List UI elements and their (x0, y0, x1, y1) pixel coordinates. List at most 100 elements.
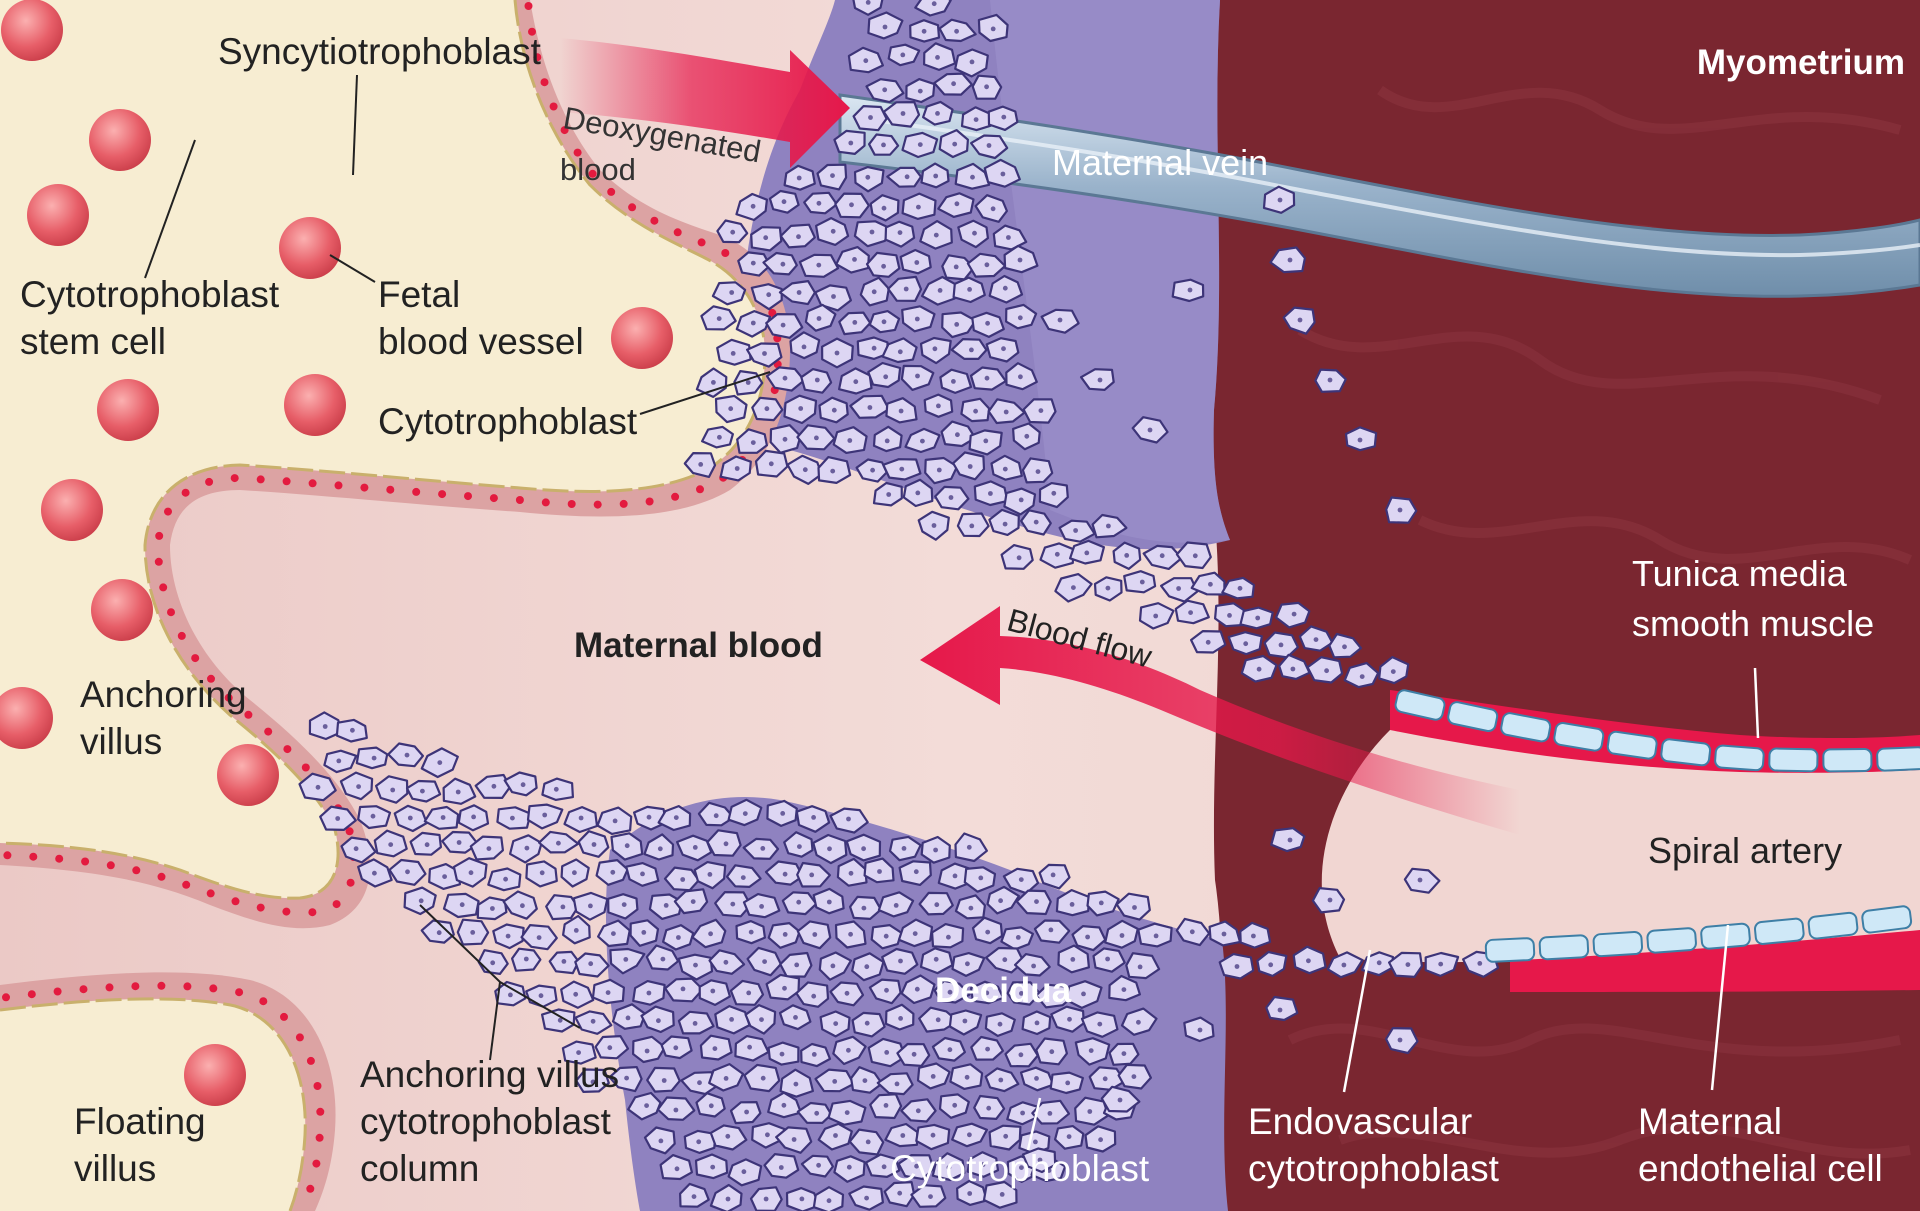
cell-nucleus (868, 115, 873, 120)
syncytium-nucleus (721, 249, 729, 257)
label-anchoring-villus-2: villus (80, 721, 162, 762)
cell-nucleus (781, 323, 786, 328)
fetal-red-blood-cell (217, 744, 279, 806)
cell-nucleus (898, 230, 903, 235)
endothelial-cell (1486, 938, 1535, 962)
cell-nucleus (540, 870, 545, 875)
cell-nucleus (714, 813, 719, 818)
cell-nucleus (708, 931, 713, 936)
cell-nucleus (884, 1103, 889, 1108)
syncytium-nucleus (628, 203, 636, 211)
syncytium-nucleus (106, 983, 114, 991)
cell-nucleus (985, 930, 990, 935)
cell-nucleus (915, 317, 920, 322)
fetal-red-blood-cell (284, 374, 346, 436)
endothelial-cell (1593, 932, 1642, 957)
label-cytotrophoblast-bottom: Cytotrophoblast (890, 1148, 1150, 1189)
syncytium-nucleus (412, 488, 420, 496)
cell-nucleus (710, 989, 715, 994)
cell-nucleus (623, 957, 628, 962)
cell-nucleus (1279, 643, 1284, 648)
syncytium-nucleus (568, 500, 576, 508)
cell-nucleus (1132, 905, 1137, 910)
cell-nucleus (931, 1074, 936, 1079)
label-fetal-blood-vessel-2: blood vessel (378, 321, 584, 362)
cell-nucleus (895, 1082, 900, 1087)
syncytium-nucleus (283, 745, 291, 753)
cell-nucleus (846, 817, 851, 822)
cell-nucleus (866, 0, 871, 5)
cell-nucleus (492, 784, 497, 789)
cell-nucleus (783, 376, 788, 381)
cell-nucleus (1122, 987, 1127, 992)
cell-nucleus (811, 994, 816, 999)
cell-nucleus (987, 143, 992, 148)
cell-nucleus (1018, 258, 1023, 263)
cell-nucleus (769, 461, 774, 466)
syncytium-nucleus (302, 764, 310, 772)
cell-nucleus (935, 111, 940, 116)
syncytium-nucleus (438, 490, 446, 498)
cell-nucleus (938, 288, 943, 293)
cell-nucleus (640, 872, 645, 877)
cell-nucleus (746, 991, 751, 996)
cytotrophoblast-cell (1124, 571, 1155, 592)
cell-nucleus (1306, 958, 1311, 963)
cell-nucleus (1235, 964, 1240, 969)
cell-nucleus (659, 1139, 664, 1144)
cell-nucleus (978, 876, 983, 881)
cell-nucleus (985, 376, 990, 381)
cell-nucleus (984, 84, 989, 89)
cell-nucleus (1099, 901, 1104, 906)
cell-nucleus (861, 846, 866, 851)
cell-nucleus (973, 409, 978, 414)
cell-nucleus (588, 904, 593, 909)
cell-nucleus (953, 874, 958, 879)
syncytium-nucleus (157, 982, 165, 990)
cell-nucleus (1058, 318, 1063, 323)
label-myometrium: Myometrium (1697, 43, 1905, 82)
cell-nucleus (782, 1103, 787, 1108)
cell-nucleus (1019, 498, 1024, 503)
cell-nucleus (561, 905, 566, 910)
label-decidua: Decidua (935, 971, 1072, 1010)
cell-nucleus (1070, 957, 1075, 962)
cell-nucleus (914, 869, 919, 874)
cell-nucleus (724, 841, 729, 846)
cell-nucleus (573, 992, 578, 997)
syncytium-nucleus (674, 228, 682, 236)
cell-nucleus (1138, 965, 1143, 970)
cell-nucleus (972, 231, 977, 236)
cell-nucleus (1377, 960, 1382, 965)
cell-nucleus (899, 409, 904, 414)
cell-nucleus (1003, 1134, 1008, 1139)
label-floating-villus-1: Floating (74, 1101, 206, 1142)
cell-nucleus (606, 990, 611, 995)
cell-nucleus (864, 1196, 869, 1201)
syncytium-nucleus (542, 498, 550, 506)
cell-nucleus (948, 1047, 953, 1052)
cell-nucleus (1342, 963, 1347, 968)
cell-nucleus (936, 404, 941, 409)
cell-nucleus (898, 349, 903, 354)
endothelial-cell (1862, 905, 1912, 933)
cell-nucleus (779, 1165, 784, 1170)
cell-nucleus (852, 257, 857, 262)
cell-nucleus (763, 235, 768, 240)
cell-nucleus (1017, 555, 1022, 560)
cell-nucleus (833, 1133, 838, 1138)
label-maternal-blood: Maternal blood (574, 626, 823, 665)
cell-nucleus (969, 524, 974, 529)
cell-nucleus (765, 1132, 770, 1137)
syncytium-nucleus (191, 654, 199, 662)
cell-nucleus (831, 229, 836, 234)
syncytium-nucleus (29, 853, 37, 861)
cell-nucleus (371, 814, 376, 819)
cell-nucleus (759, 904, 764, 909)
cell-nucleus (1176, 586, 1181, 591)
cell-nucleus (797, 176, 802, 181)
label-anchoring-villus-1: Anchoring (80, 674, 247, 715)
endothelial-cell (1769, 748, 1817, 771)
label-column-3: column (360, 1148, 479, 1189)
cell-nucleus (742, 1169, 747, 1174)
